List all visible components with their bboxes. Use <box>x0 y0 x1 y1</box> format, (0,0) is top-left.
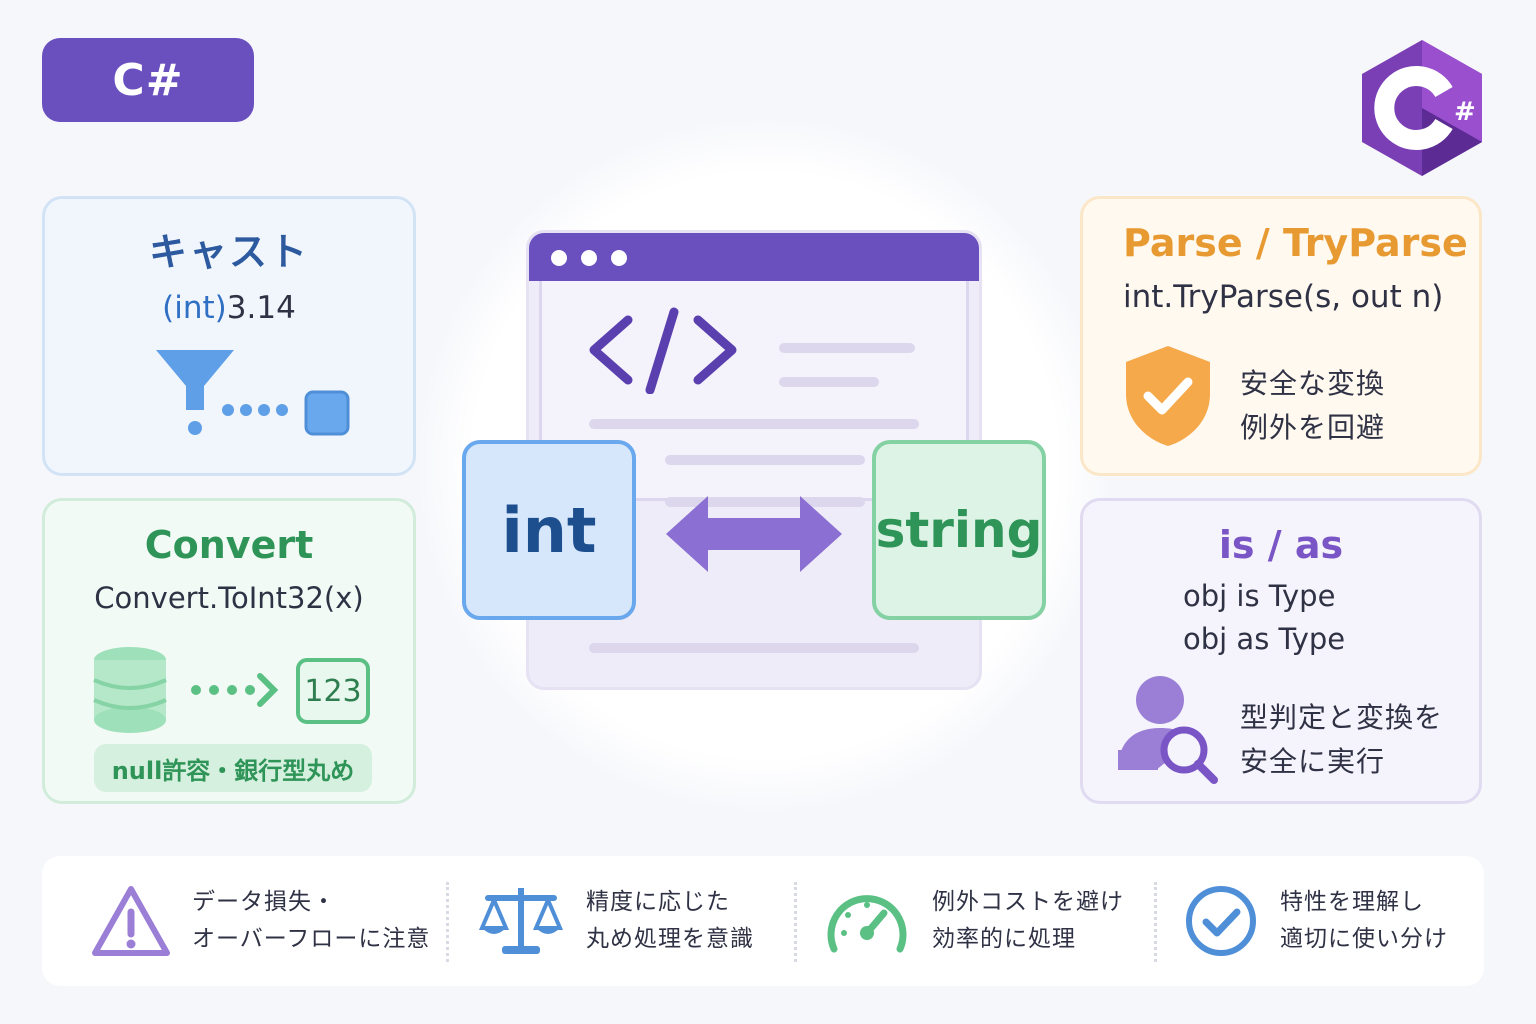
scale-icon <box>478 888 564 954</box>
tip-text: 例外コストを避け効率的に処理 <box>932 889 1124 952</box>
tip-separator <box>446 882 449 962</box>
csharp-logo-icon: # <box>1362 40 1482 176</box>
check-circle-icon <box>1186 886 1256 956</box>
convert-number: 123 <box>304 673 362 709</box>
double-arrow-icon <box>666 496 842 572</box>
isas-code: obj is Type obj as Type <box>1183 579 1346 656</box>
parse-card: Parse / TryParse int.TryParse(s, out n) <box>1080 196 1482 476</box>
code-line <box>589 643 919 653</box>
string-type-box: string <box>872 440 1046 620</box>
convert-code: Convert.ToInt32(x) <box>94 581 364 615</box>
tip-item: 特性を理解し適切に使い分け <box>1184 856 1448 986</box>
tip-item: 例外コストを避け効率的に処理 <box>824 856 1124 986</box>
parse-title: Parse / TryParse <box>1123 221 1468 265</box>
code-line <box>779 377 879 387</box>
window-dot <box>611 250 627 266</box>
funnel-icon <box>156 350 350 436</box>
tip-item: データ損失・オーバーフローに注意 <box>90 856 430 986</box>
convert-note-pill: null許容・銀行型丸め <box>94 744 372 792</box>
code-brackets-icon <box>589 307 737 394</box>
window-dot <box>551 250 567 266</box>
warning-icon <box>92 886 170 956</box>
database-to-number-icon <box>93 647 370 733</box>
tip-separator <box>794 882 797 962</box>
window-dot <box>581 250 597 266</box>
int-type-box: int <box>462 440 636 620</box>
svg-text:#: # <box>1454 97 1476 127</box>
parse-code: int.TryParse(s, out n) <box>1123 279 1444 315</box>
window-titlebar <box>529 233 979 281</box>
cast-code: (int)3.14 <box>162 290 296 326</box>
tip-text: 精度に応じた丸め処理を意識 <box>586 889 754 952</box>
cast-card: キャスト (int)3.14 <box>42 196 416 476</box>
cast-title: キャスト <box>148 230 309 274</box>
tip-separator <box>1154 882 1157 962</box>
tips-strip: データ損失・オーバーフローに注意 精度に応じた丸め処理を意識 例外コストを避け <box>42 856 1484 986</box>
gauge-icon <box>827 895 907 953</box>
csharp-title-badge: C# <box>42 38 254 122</box>
code-line <box>665 497 865 507</box>
tip-item: 精度に応じた丸め処理を意識 <box>478 856 754 986</box>
code-line <box>589 419 919 429</box>
tip-text: 特性を理解し適切に使い分け <box>1280 889 1448 952</box>
tip-text: データ損失・オーバーフローに注意 <box>192 889 431 952</box>
user-search-icon <box>1118 676 1218 784</box>
code-line <box>779 343 915 353</box>
isas-desc: 型判定と変換を 安全に実行 <box>1240 701 1444 778</box>
shield-check-icon <box>1126 346 1210 446</box>
code-line <box>665 455 865 465</box>
parse-desc: 安全な変換 例外を回避 <box>1240 367 1386 444</box>
isas-title: is / as <box>1218 523 1344 567</box>
convert-title: Convert <box>144 523 314 567</box>
